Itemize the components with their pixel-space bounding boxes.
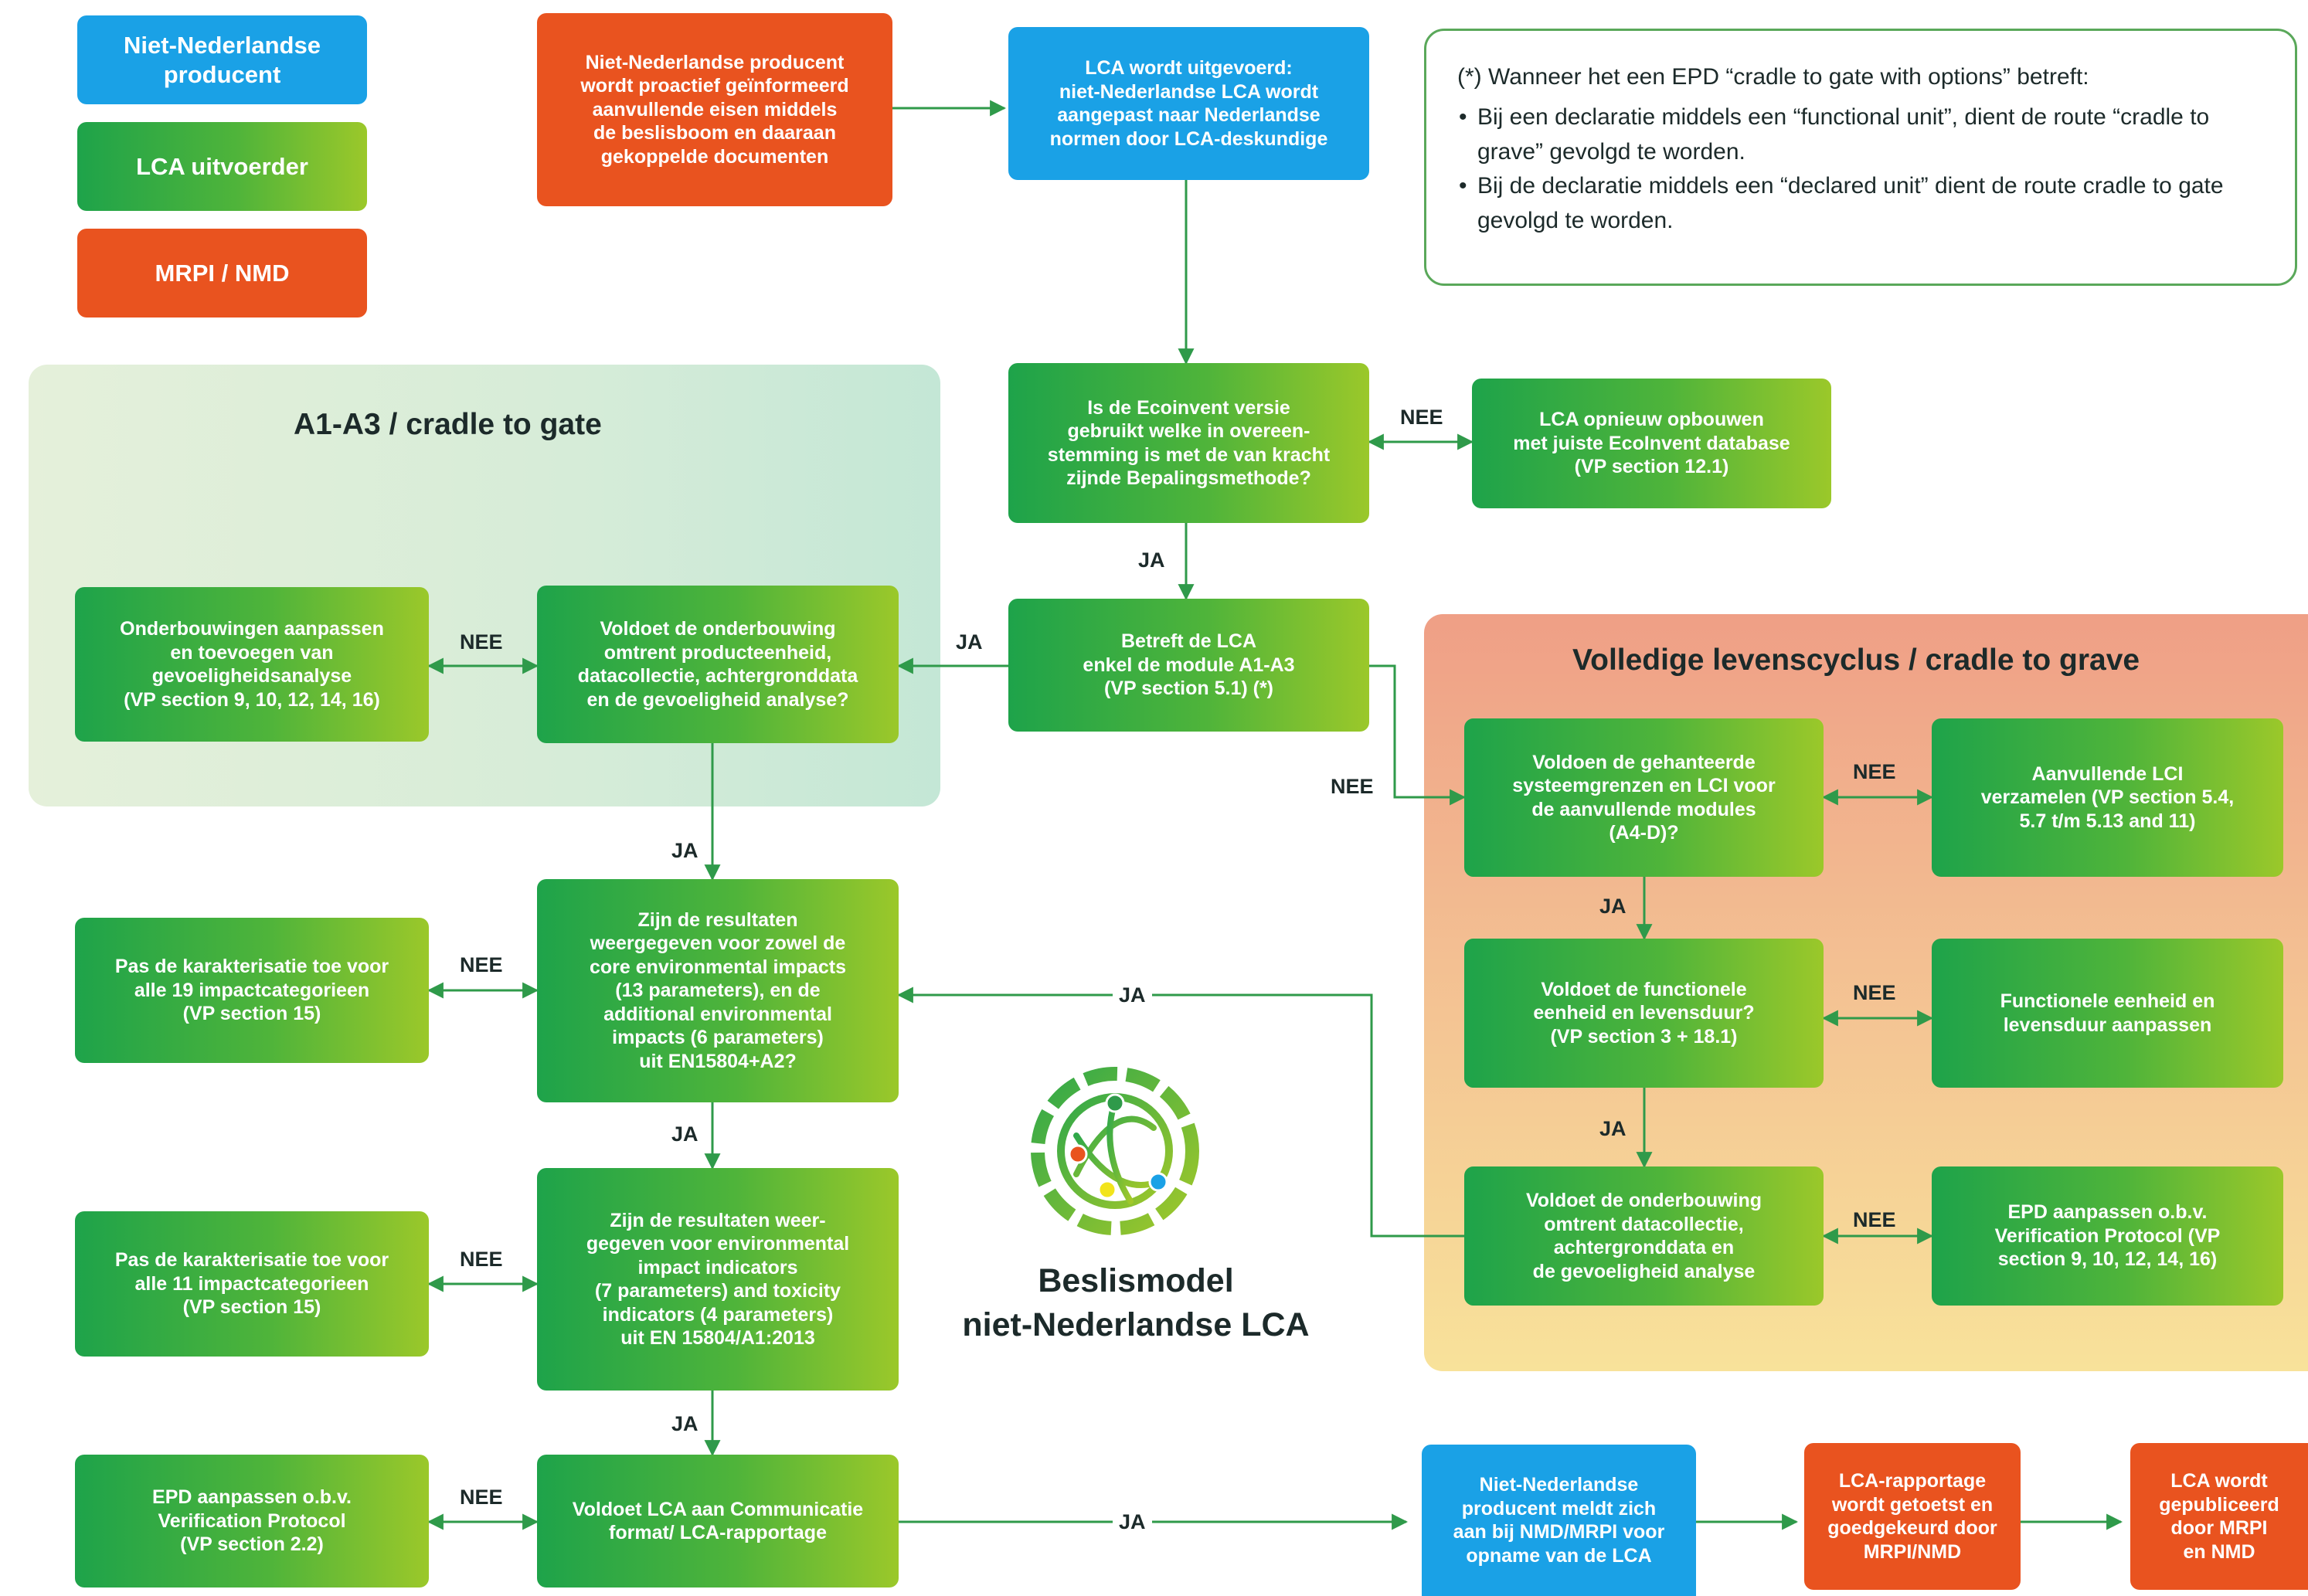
box-results-question-1: Zijn de resultaten weergegeven voor zowe…	[537, 879, 899, 1102]
label-ja-results-1: JA	[671, 1122, 699, 1146]
label-ja-a1a3: JA	[956, 630, 983, 654]
box-epd-fix-communication: EPD aanpassen o.b.v. Verification Protoc…	[75, 1455, 429, 1588]
label-nee-substantiation: NEE	[460, 630, 503, 654]
note-bullet: Bij de declaratie middels een “declared …	[1459, 169, 2272, 238]
box-lca-performed: LCA wordt uitgevoerd: niet-Nederlandse L…	[1008, 27, 1369, 180]
label-nee-ecoinvent: NEE	[1400, 406, 1443, 429]
title-line-1: Beslismodel	[1038, 1262, 1234, 1299]
title-line-2: niet-Nederlandse LCA	[962, 1306, 1310, 1343]
box-ecoinvent-fix: LCA opnieuw opbouwen met juiste EcoInven…	[1472, 379, 1831, 508]
note-bullets: Bij een declaratie middels een “function…	[1457, 100, 2272, 238]
label-nee-results-2: NEE	[460, 1248, 503, 1271]
box-system-boundaries-question: Voldoen de gehanteerde systeemgrenzen en…	[1464, 718, 1824, 877]
label-ja-ecoinvent: JA	[1138, 548, 1165, 572]
box-ecoinvent-question: Is de Ecoinvent versie gebruikt welke in…	[1008, 363, 1369, 523]
box-published: LCA wordt gepubliceerd door MRPI en NMD	[2130, 1443, 2308, 1590]
box-characterisation-19-fix: Pas de karakterisatie toe voor alle 19 i…	[75, 918, 429, 1063]
label-nee-a1a3: NEE	[1331, 775, 1374, 798]
box-functional-unit-fix: Functionele eenheid en levensduur aanpas…	[1932, 939, 2283, 1088]
legend-producer: Niet-Nederlandse producent	[77, 15, 367, 104]
label-nee-system: NEE	[1853, 760, 1896, 783]
box-substantiation-fix: Onderbouwingen aanpassen en toevoegen va…	[75, 587, 429, 742]
box-epd-fix-data: EPD aanpassen o.b.v. Verification Protoc…	[1932, 1166, 2283, 1306]
region-cradle-to-gate-title: A1-A3 / cradle to gate	[294, 408, 602, 441]
box-a1a3-question: Betreft de LCA enkel de module A1-A3 (VP…	[1008, 599, 1369, 732]
note-bullet: Bij een declaratie middels een “function…	[1459, 100, 2272, 169]
label-ja-substantiation: JA	[671, 839, 699, 862]
box-lci-fix: Aanvullende LCI verzamelen (VP section 5…	[1932, 718, 2283, 877]
label-ja-results-2: JA	[671, 1412, 699, 1435]
label-ja-functional: JA	[1599, 1117, 1626, 1140]
arrow-a1a3-nee	[1369, 664, 1467, 806]
label-nee-results-1: NEE	[460, 953, 503, 976]
box-results-question-2: Zijn de resultaten weer- gegeven voor en…	[537, 1168, 899, 1391]
box-characterisation-11-fix: Pas de karakterisatie toe voor alle 11 i…	[75, 1211, 429, 1357]
box-functional-unit-question: Voldoet de functionele eenheid en levens…	[1464, 939, 1824, 1088]
label-ja-system: JA	[1599, 895, 1626, 918]
box-communication-question: Voldoet LCA aan Communicatie format/ LCA…	[537, 1455, 899, 1588]
box-producer-informed: Niet-Nederlandse producent wordt proacti…	[537, 13, 892, 206]
note-title: (*) Wanneer het een EPD “cradle to gate …	[1457, 64, 2089, 90]
legend-mrpi: MRPI / NMD	[77, 229, 367, 318]
note-cradle-to-gate-options: (*) Wanneer het een EPD “cradle to gate …	[1424, 29, 2297, 286]
box-report-tested: LCA-rapportage wordt getoetst en goedgek…	[1804, 1443, 2021, 1590]
label-nee-communication: NEE	[460, 1486, 503, 1509]
box-data-question: Voldoet de onderbouwing omtrent datacoll…	[1464, 1166, 1824, 1306]
region-cradle-to-grave-title: Volledige levenscyclus / cradle to grave	[1572, 643, 2140, 677]
label-ja-data: JA	[1113, 985, 1152, 1006]
box-producer-reports: Niet-Nederlandse producent meldt zich aa…	[1422, 1445, 1696, 1596]
label-nee-data: NEE	[1853, 1208, 1896, 1231]
legend-lca-performer: LCA uitvoerder	[77, 122, 367, 211]
label-nee-functional: NEE	[1853, 981, 1896, 1004]
diagram-title: Beslismodel niet-Nederlandse LCA	[943, 1259, 1329, 1347]
beslismodel-logo	[1031, 1067, 1199, 1235]
box-substantiation-question: Voldoet de onderbouwing omtrent producte…	[537, 586, 899, 743]
label-ja-communication: JA	[1113, 1512, 1152, 1533]
